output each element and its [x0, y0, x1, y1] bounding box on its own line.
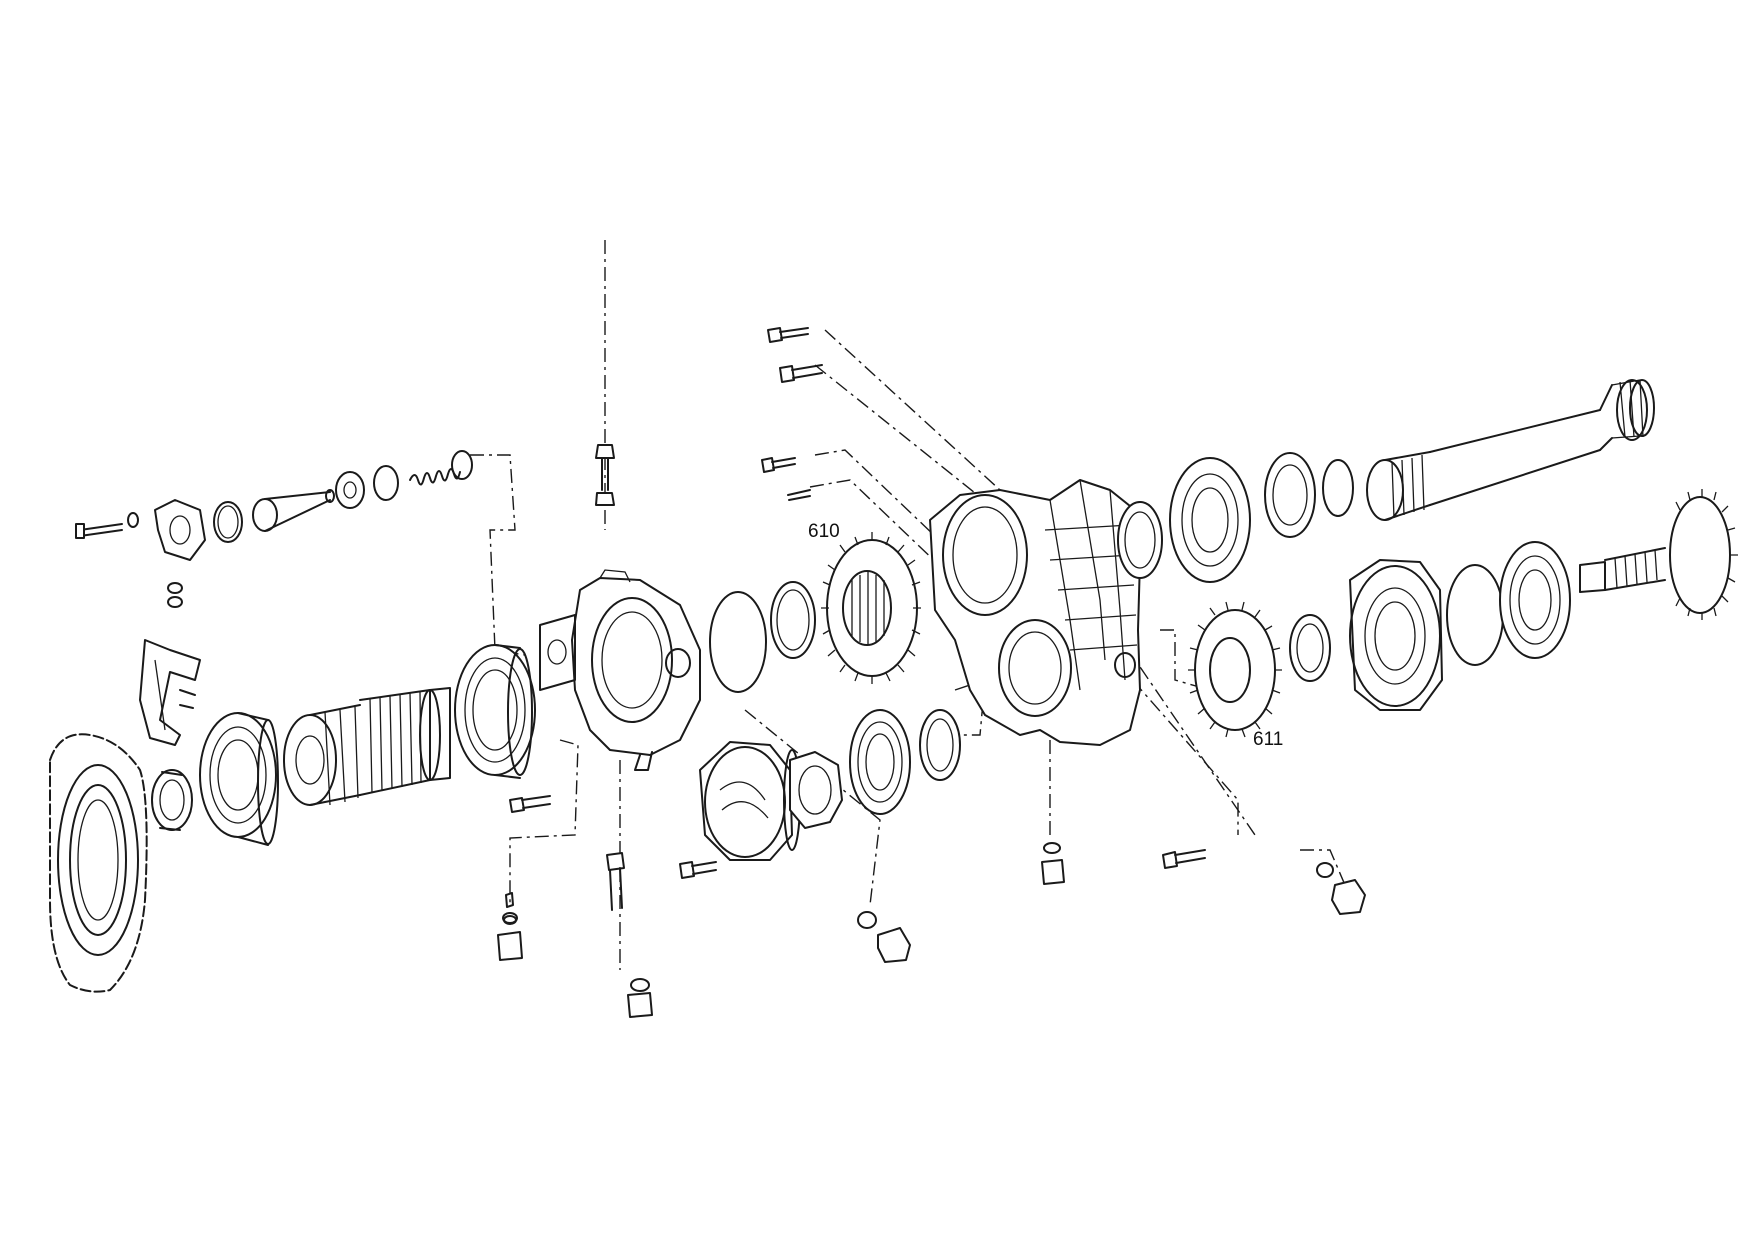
helical-gear-611	[1188, 601, 1282, 738]
o-ring-right	[1446, 564, 1504, 666]
shift-yoke	[139, 639, 201, 746]
upper-snap-ring	[1322, 459, 1354, 517]
coupling-sleeve	[199, 712, 279, 846]
callout-611: 611	[1253, 729, 1283, 750]
upper-bearing-race	[1117, 501, 1163, 579]
upper-ring	[1264, 452, 1316, 538]
output-main-shaft	[1366, 379, 1655, 521]
tapered-roller-bearing-right	[1499, 541, 1571, 659]
main-housing-top-bolts	[761, 327, 823, 501]
rear-flange-cover	[49, 733, 148, 993]
front-housing	[539, 569, 701, 771]
housing-top-bolt	[595, 444, 615, 506]
needle-bearing	[151, 769, 193, 831]
housing-lower-fasteners	[497, 795, 653, 1018]
bearing-cover-cap	[699, 741, 801, 861]
pinion-shaft-right	[1579, 489, 1738, 620]
flanged-bearing-housing	[1349, 559, 1443, 711]
helical-gear-610	[821, 532, 921, 684]
bearing-race-right	[1289, 614, 1331, 682]
callout-610: 610	[808, 521, 840, 542]
main-transfer-case-housing	[929, 479, 1141, 746]
splined-input-shaft	[283, 687, 451, 806]
side-bolt	[1162, 849, 1206, 869]
upper-roller-bearing	[1169, 457, 1251, 583]
hex-nut	[789, 751, 843, 829]
tapered-roller-bearing-center	[849, 709, 911, 815]
large-o-ring	[709, 591, 767, 693]
housing-bottom-plug	[1041, 842, 1065, 885]
pressure-plug-right	[1316, 862, 1366, 915]
assembly-dash-lines	[470, 240, 1346, 970]
bearing-race-ring	[770, 581, 816, 659]
tapered-roller-bearing-left	[454, 644, 536, 779]
speed-sensor	[502, 912, 518, 924]
selector-assembly-parts	[75, 450, 473, 608]
bearing-cup-ring	[919, 709, 961, 781]
drain-plug-assembly	[679, 861, 911, 963]
